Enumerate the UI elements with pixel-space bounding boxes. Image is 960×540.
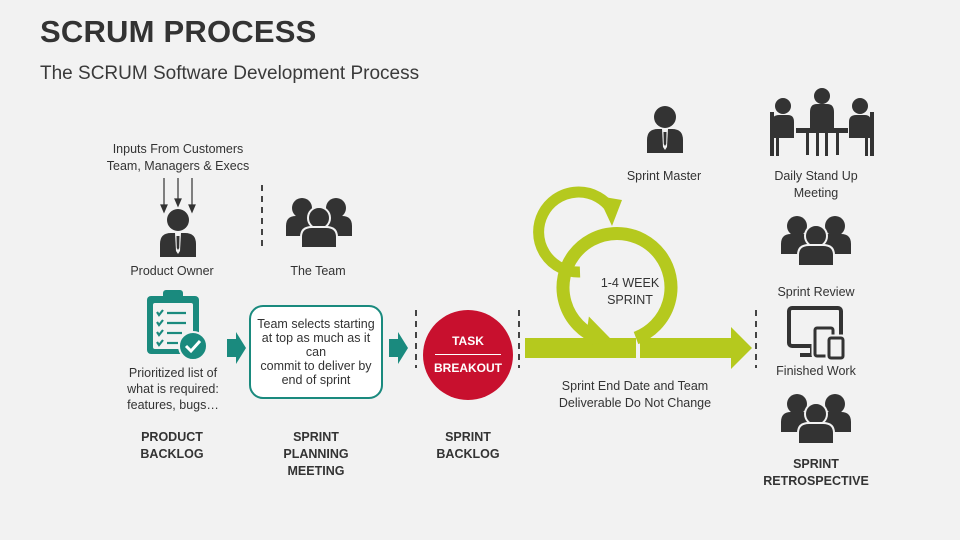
- finished-work-label: Finished Work: [776, 364, 856, 378]
- product-owner-icon: [160, 209, 196, 257]
- input-arrows: [160, 178, 196, 214]
- sprint-cycle-line-2: SPRINT: [607, 293, 653, 307]
- retro-line-2: RETROSPECTIVE: [763, 474, 869, 488]
- standup-meeting-icon: [770, 88, 874, 156]
- team-label: The Team: [290, 264, 346, 278]
- page-title: SCRUM PROCESS: [40, 14, 317, 49]
- stage-sprint-planning: SPRINT PLANNING MEETING: [266, 429, 366, 480]
- backlog-desc-2: what is required:: [127, 382, 219, 396]
- stage-product-backlog: PRODUCT BACKLOG: [122, 429, 222, 463]
- inputs-line-2: Team, Managers & Execs: [106, 159, 250, 173]
- inputs-label: Inputs From Customers Team, Managers & E…: [96, 141, 260, 175]
- planning-line-3: can: [305, 345, 327, 359]
- clipboard-checklist-icon: [147, 290, 208, 361]
- inputs-line-1: Inputs From Customers: [112, 142, 244, 156]
- backlog-desc-3: features, bugs…: [127, 398, 219, 412]
- planning-line-5: end of sprint: [281, 373, 351, 387]
- stage-sprint-backlog-2: BACKLOG: [436, 447, 500, 461]
- page-subtitle: The SCRUM Software Development Process: [40, 63, 420, 84]
- devices-icon: [787, 306, 847, 361]
- sprint-retrospective-icon: [781, 394, 851, 445]
- stage-sprint-backlog: SPRINT BACKLOG: [418, 429, 518, 463]
- product-owner-label: Product Owner: [130, 264, 214, 278]
- sprint-cycle-line-1: 1-4 WEEK: [600, 276, 660, 290]
- teal-arrow-1: [227, 332, 246, 364]
- sprint-note-line-1: Sprint End Date and Team: [561, 379, 709, 393]
- backlog-desc-1: Prioritized list of: [128, 366, 218, 380]
- sprint-cycle-label: 1-4 WEEK SPRINT: [585, 275, 675, 309]
- stage-planning-1: SPRINT: [293, 430, 339, 444]
- sprint-note: Sprint End Date and Team Deliverable Do …: [540, 378, 730, 412]
- standup-line-2: Meeting: [793, 186, 839, 200]
- sprint-cycle-graphic: [525, 186, 752, 369]
- scrum-master-icon: [647, 106, 683, 153]
- planning-line-4: commit to deliver by: [260, 359, 372, 373]
- backlog-description: Prioritized list of what is required: fe…: [108, 365, 238, 413]
- planning-box: Team selects starting at top as much as …: [249, 305, 383, 399]
- teal-arrow-2: [389, 332, 408, 364]
- stage-product-backlog-1: PRODUCT: [141, 430, 203, 444]
- standup-line-1: Daily Stand Up: [774, 169, 858, 183]
- retro-line-1: SPRINT: [793, 457, 839, 471]
- sprint-note-line-2: Deliverable Do Not Change: [558, 396, 712, 410]
- stage-planning-2: PLANNING: [283, 447, 349, 461]
- task-breakout-circle: TASK BREAKOUT: [423, 310, 513, 400]
- stage-planning-3: MEETING: [287, 464, 345, 478]
- sprint-review-icon: [781, 216, 851, 267]
- stage-product-backlog-2: BACKLOG: [140, 447, 204, 461]
- stage-sprint-backlog-1: SPRINT: [445, 430, 491, 444]
- sprint-review-label: Sprint Review: [777, 285, 855, 299]
- task-label: TASK: [452, 334, 484, 348]
- standup-label: Daily Stand Up Meeting: [756, 168, 876, 202]
- breakout-label: BREAKOUT: [434, 361, 502, 375]
- team-icon: [286, 198, 352, 249]
- planning-line-1: Team selects starting: [257, 317, 375, 331]
- scrum-master-label: Sprint Master: [626, 169, 702, 183]
- sprint-retrospective-label: SPRINT RETROSPECTIVE: [756, 456, 876, 490]
- planning-line-2: at top as much as it: [261, 331, 371, 345]
- task-divider: [435, 354, 501, 355]
